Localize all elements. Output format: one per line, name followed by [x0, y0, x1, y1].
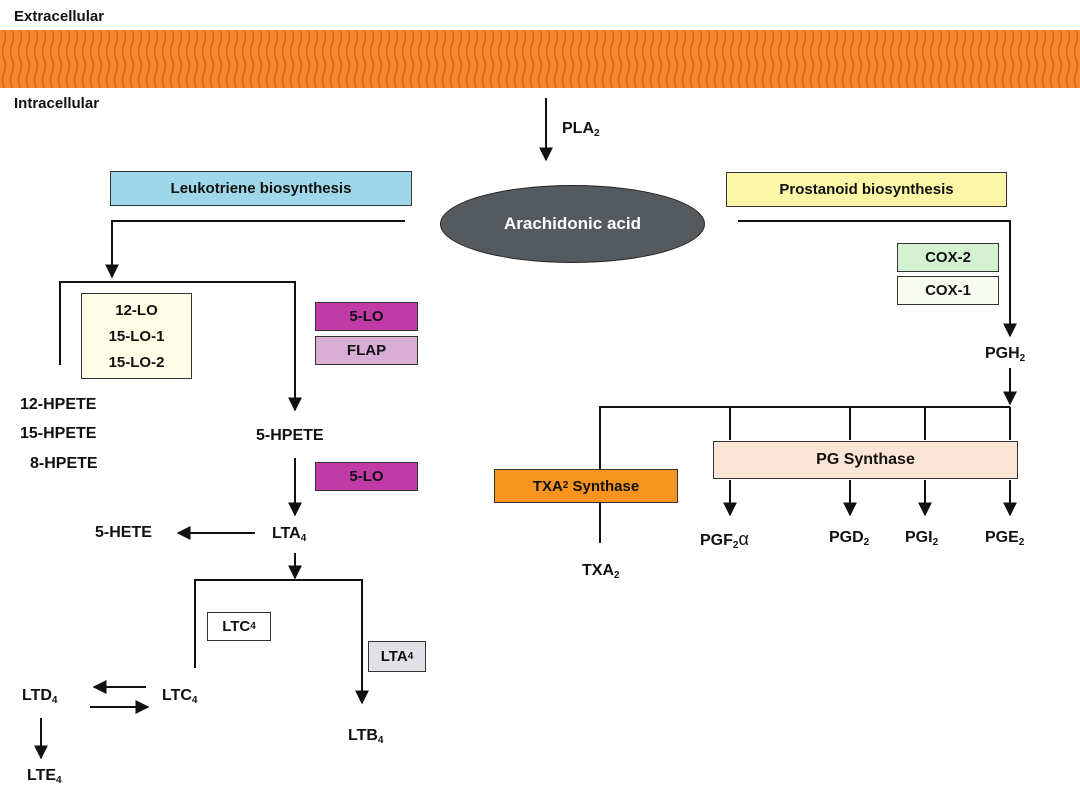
arachidonic-acid-label: Arachidonic acid: [504, 214, 641, 233]
hpete-15: 15-HPETE: [20, 425, 97, 442]
arachidonic-acid-node: Arachidonic acid: [440, 185, 705, 263]
five-lo-enzyme-box-2: 5-LO: [315, 462, 418, 491]
pge2-label: PGE2: [985, 529, 1025, 548]
pgf2a-label: PGF2α: [700, 529, 749, 551]
pg-synthase-box: PG Synthase: [713, 441, 1018, 479]
prostanoid-biosynthesis-header: Prostanoid biosynthesis: [726, 172, 1007, 207]
intracellular-label: Intracellular: [14, 95, 100, 112]
cox2-enzyme-box: COX-2: [897, 243, 999, 272]
five-hpete-label: 5-HPETE: [256, 427, 324, 444]
lo-item-15-lo-1: 15-LO-1: [108, 327, 165, 345]
pgh2-label: PGH2: [985, 345, 1026, 364]
ltb4-label: LTB4: [348, 727, 384, 746]
cell-membrane: [0, 30, 1080, 88]
txa2-label: TXA2: [582, 562, 620, 581]
ltc4-label: LTC4: [162, 687, 198, 706]
pgi2-label: PGI2: [905, 529, 939, 548]
extracellular-label: Extracellular: [14, 8, 105, 25]
five-hete-label: 5-HETE: [95, 524, 152, 541]
cox1-enzyme-box: COX-1: [897, 276, 999, 305]
hpete-8: 8-HPETE: [30, 455, 98, 472]
ltd4-label: LTD4: [22, 687, 58, 706]
lo-item-12-lo: 12-LO: [115, 301, 158, 319]
leukotriene-biosynthesis-header: Leukotriene biosynthesis: [110, 171, 412, 206]
lte4-label: LTE4: [27, 767, 62, 786]
flap-enzyme-box: FLAP: [315, 336, 418, 365]
five-lo-enzyme-box: 5-LO: [315, 302, 418, 331]
lo-item-15-lo-2: 15-LO-2: [108, 353, 165, 371]
pgd2-label: PGD2: [829, 529, 870, 548]
lta4-label: LTA4: [272, 525, 307, 544]
hpete-12: 12-HPETE: [20, 396, 97, 413]
pla2-label: PLA2: [562, 120, 600, 139]
lipoxygenase-box: 12-LO 15-LO-1 15-LO-2: [81, 293, 192, 379]
